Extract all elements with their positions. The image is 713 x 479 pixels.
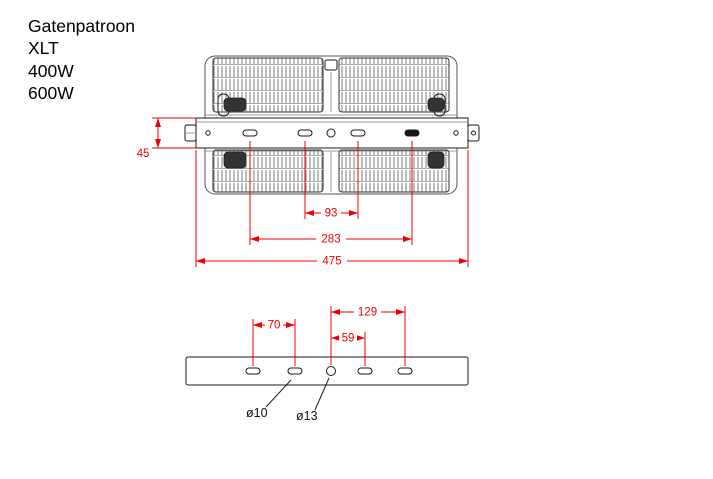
bar-screw-right xyxy=(453,130,459,136)
gland-top-left xyxy=(223,97,247,112)
dim-label-bg xyxy=(354,306,381,318)
title-line-2: XLT xyxy=(28,38,59,58)
dim-label-bg xyxy=(316,233,346,245)
label-slot-diameter: ø10 xyxy=(246,406,268,420)
dim-center-to-right-inner: 59 xyxy=(331,332,366,366)
gland-bottom-right xyxy=(427,151,445,169)
bar-slot-inner-left xyxy=(297,129,313,137)
bar-end-tab-right xyxy=(467,124,480,142)
dim-inner-slot-spacing: 93 xyxy=(304,141,359,220)
dim-label-bg xyxy=(317,255,347,267)
dim-left-slot-spacing: 70 xyxy=(252,319,296,366)
dim-overall-width: 475 xyxy=(195,150,469,268)
dim-label-bg xyxy=(265,319,283,331)
fin-block-bottom-right xyxy=(338,149,450,193)
bottom-view-dimensions: 70 129 59 ø10 ø13 xyxy=(246,306,406,423)
bracket-slot-outer-left xyxy=(245,367,261,375)
fin-block-top-right xyxy=(338,57,450,113)
gland-top-right xyxy=(427,97,445,112)
bracket-slot-inner-left xyxy=(287,367,303,375)
dim-label-70: 70 xyxy=(268,320,281,332)
floodlight-top-view xyxy=(184,55,480,195)
dim-label-475: 475 xyxy=(322,256,341,268)
dim-outer-slot-spacing: 283 xyxy=(249,141,413,246)
bar-slot-inner-right xyxy=(350,129,366,137)
dim-label-129: 129 xyxy=(358,307,377,319)
title-block: Gatenpatroon XLT 400W 600W xyxy=(28,16,135,103)
bar-end-tab-left xyxy=(184,124,197,142)
bar-center-hole xyxy=(326,128,336,138)
bar-screw-left xyxy=(205,130,211,136)
bracket-center-hole xyxy=(326,366,336,376)
leader-line xyxy=(314,377,330,411)
callout-slot-diameter: ø10 xyxy=(246,379,292,420)
dim-label-59: 59 xyxy=(342,333,355,345)
bracket-slot-outer-right xyxy=(397,367,413,375)
center-top-tab xyxy=(324,59,338,71)
gland-bottom-left xyxy=(223,151,247,169)
dim-label-bg xyxy=(321,207,341,219)
mounting-bar xyxy=(184,117,480,149)
title-line-3: 400W xyxy=(28,61,74,81)
dim-label-283: 283 xyxy=(321,234,340,246)
label-center-hole-diameter: ø13 xyxy=(296,409,318,423)
bar-slot-outer-left xyxy=(242,129,258,137)
dim-bracket-height: 45 xyxy=(137,117,196,160)
bar-slot-outer-right xyxy=(404,129,420,137)
top-view-dimensions: 45 93 283 475 xyxy=(137,117,469,268)
callout-center-hole-diameter: ø13 xyxy=(296,377,330,423)
bracket-bottom-view xyxy=(185,356,469,386)
dim-label-45: 45 xyxy=(137,148,150,160)
dim-label-93: 93 xyxy=(325,208,338,220)
bar-end-screw-right xyxy=(471,130,476,136)
dim-label-bg xyxy=(339,332,357,344)
title-line-1: Gatenpatroon xyxy=(28,16,135,36)
bracket-slot-inner-right xyxy=(357,367,373,375)
title-line-4: 600W xyxy=(28,83,74,103)
leader-line xyxy=(265,379,292,408)
